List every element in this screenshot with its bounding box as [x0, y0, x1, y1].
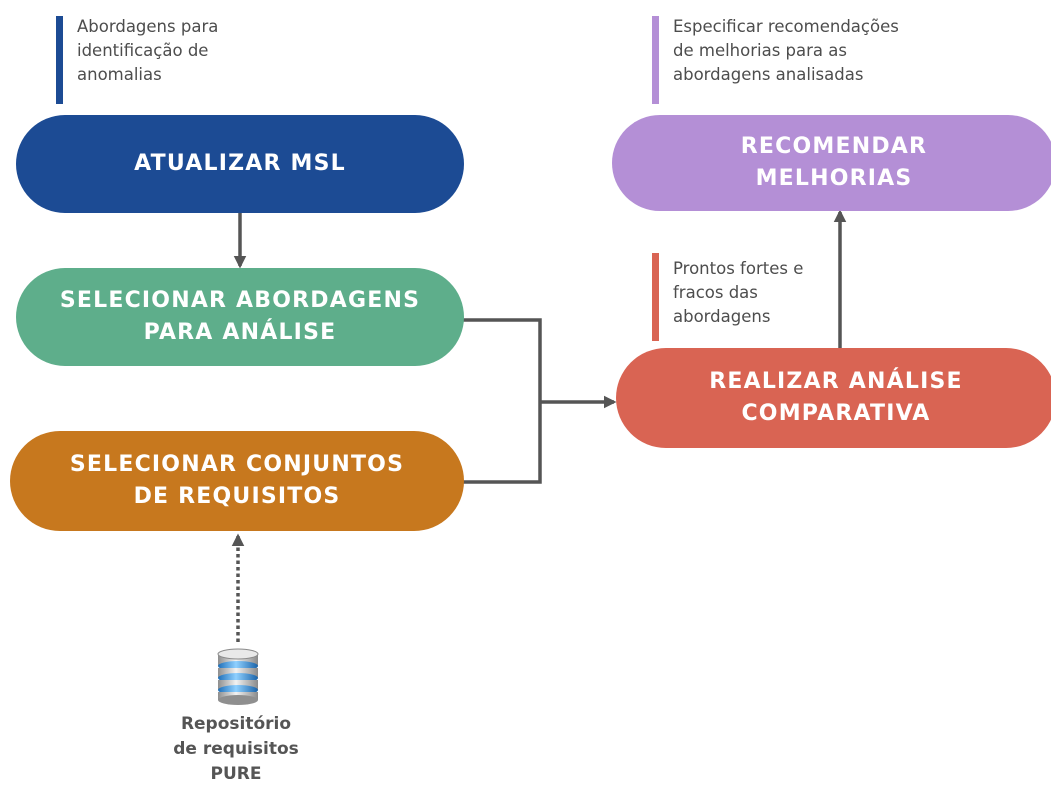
note-top-left-text: Abordagens para identificação de anomali… — [77, 17, 219, 84]
note-middle-right: Prontos fortes e fracos das abordagens — [652, 253, 803, 341]
node-selecionar-abordagens[interactable]: SELECIONAR ABORDAGENS PARA ANÁLISE — [16, 268, 464, 366]
node-realizar-analise[interactable]: REALIZAR ANÁLISE COMPARATIVA — [616, 348, 1051, 448]
note-middle-right-text: Prontos fortes e fracos das abordagens — [673, 259, 804, 326]
note-top-right-text: Especificar recomendações de melhorias p… — [673, 17, 899, 84]
repository-label: Repositório de requisitos PURE — [173, 714, 299, 784]
database-icon — [217, 648, 259, 705]
node-atualizar-msl[interactable]: ATUALIZAR MSL — [16, 115, 464, 213]
note-bar-navy — [56, 16, 63, 104]
edge-abordagens-to-merge — [462, 318, 542, 484]
note-bar-coral — [652, 253, 659, 341]
note-top-left: Abordagens para identificação de anomali… — [56, 16, 218, 104]
note-bar-lavender — [652, 16, 659, 104]
node-recomendar-melhorias[interactable]: RECOMENDAR MELHORIAS — [612, 115, 1051, 211]
note-top-right: Especificar recomendações de melhorias p… — [652, 16, 899, 104]
node-selecionar-conjuntos[interactable]: SELECIONAR CONJUNTOS DE REQUISITOS — [10, 431, 464, 531]
